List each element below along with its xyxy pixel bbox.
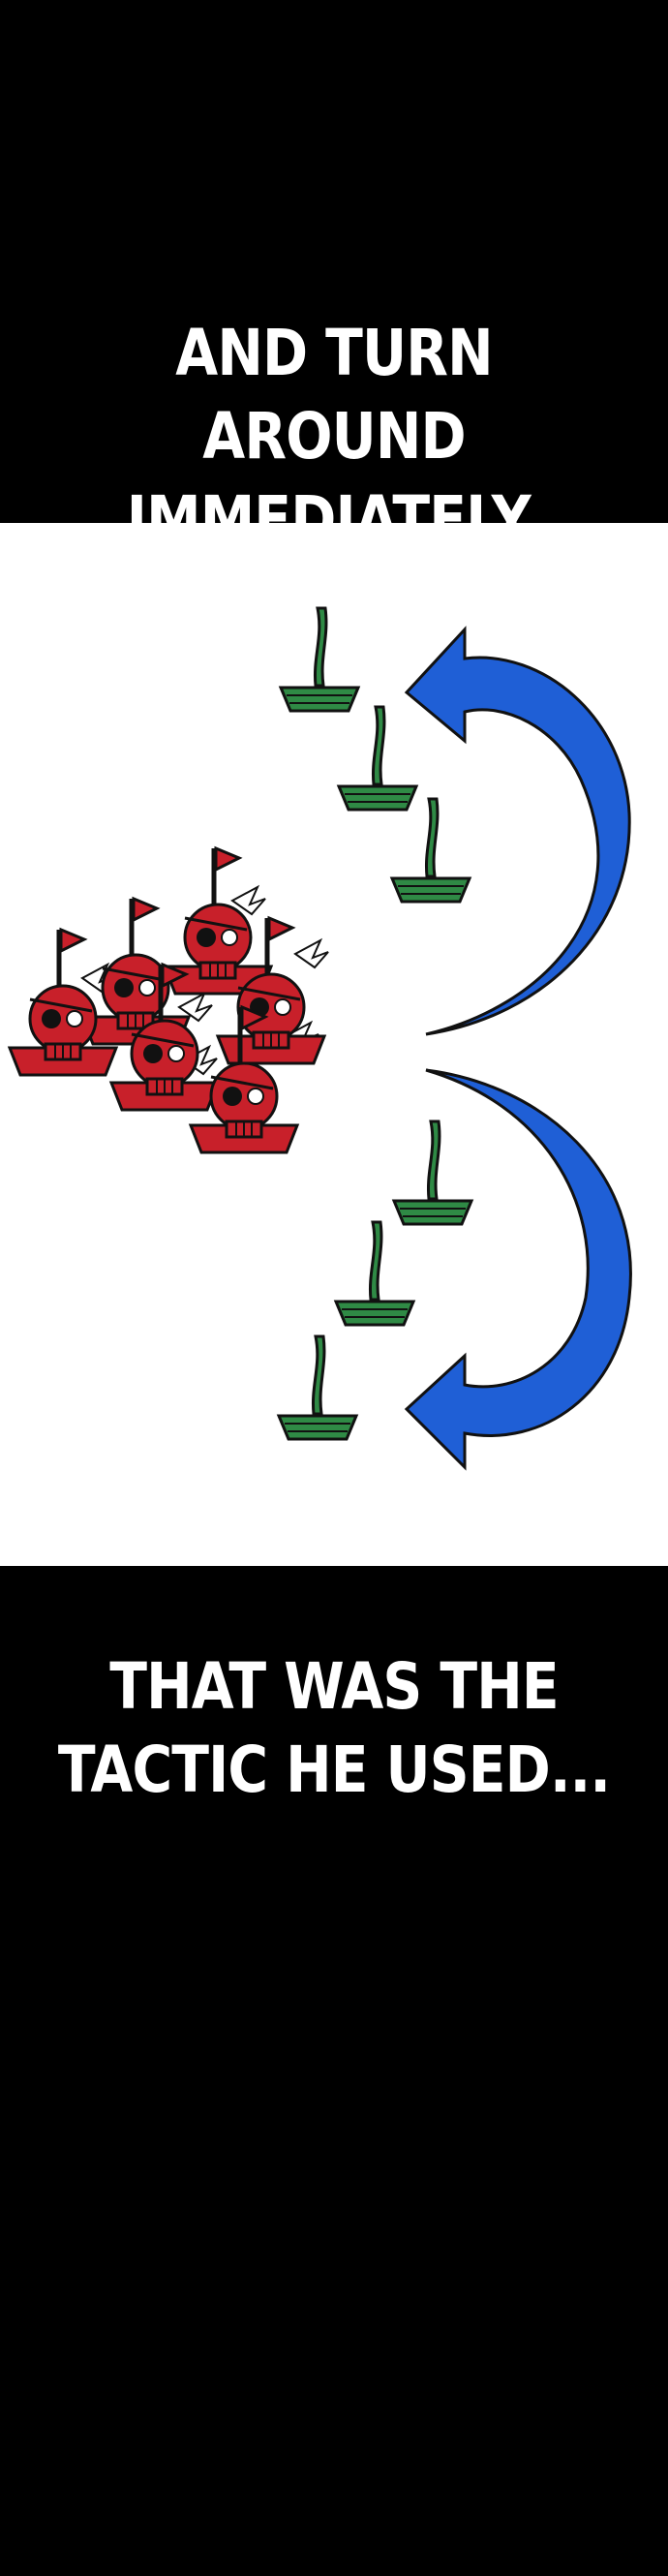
curved-arrow-icon-upper — [404, 626, 631, 1036]
skull-pirate-ship-icon — [10, 930, 116, 1075]
pirate-fleet — [10, 848, 329, 1152]
caption-bottom-line-2: TACTIC HE USED... — [57, 1733, 611, 1807]
caption-top-line-1: AND TURN AROUND — [175, 316, 493, 474]
green-boat-icon — [392, 1119, 473, 1226]
caption-bottom-line-1: THAT WAS THE — [109, 1649, 559, 1724]
fleet-maneuver-illustration — [0, 606, 632, 1471]
green-boat-icon — [337, 705, 418, 812]
white-flag-icon — [294, 939, 329, 968]
top-panel: AND TURN AROUND IMMEDIATELY. — [0, 0, 668, 557]
caption-bottom: THAT WAS THE TACTIC HE USED... — [46, 1645, 621, 1812]
green-boat-icon — [277, 1334, 358, 1441]
green-boat-icon — [279, 606, 360, 713]
bottom-panel: THAT WAS THE TACTIC HE USED... — [0, 1566, 668, 2576]
curved-arrow-icon-lower — [404, 1068, 632, 1471]
illustration-panel — [0, 523, 668, 1566]
green-boat-icon — [390, 797, 471, 904]
green-boat-icon — [334, 1220, 415, 1327]
